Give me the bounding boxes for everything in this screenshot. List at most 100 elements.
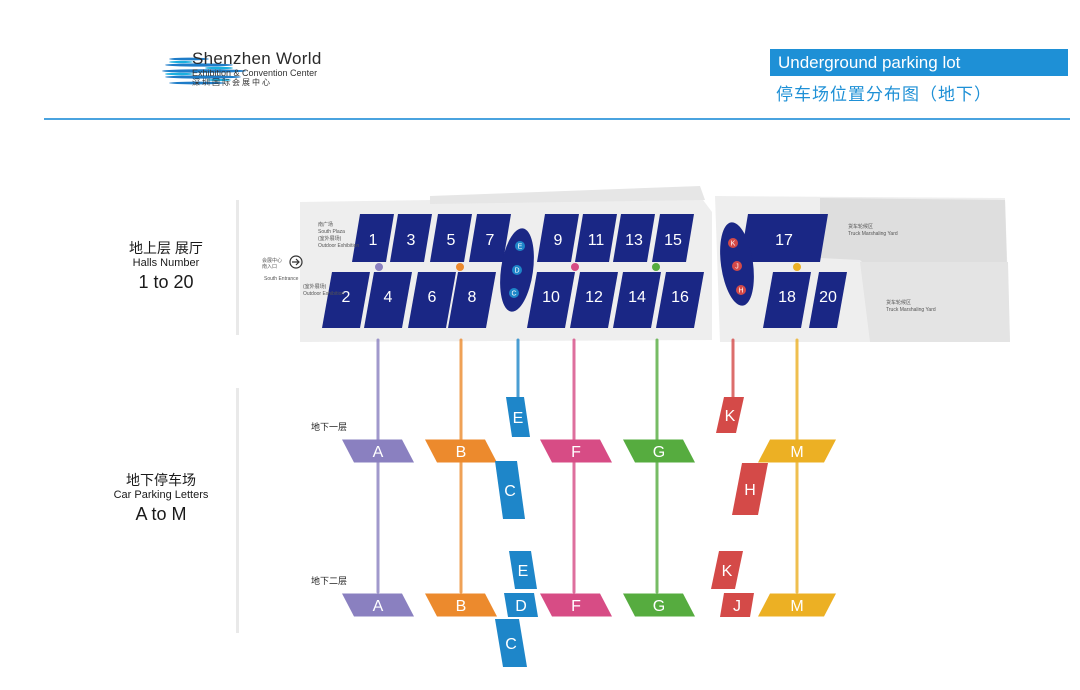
halls-side-bar bbox=[236, 200, 239, 335]
hall-2[interactable]: 2 bbox=[322, 272, 370, 328]
hall-label: 13 bbox=[625, 232, 643, 249]
hall-label: 11 bbox=[588, 232, 605, 249]
parking-label-cn: 地下停车场 bbox=[126, 472, 196, 488]
parking-b1-K[interactable]: K bbox=[716, 397, 744, 433]
parking-letter: E bbox=[518, 563, 529, 580]
logo-text: Shenzhen World Exhibition & Convention C… bbox=[192, 50, 322, 88]
level-b1-label: 地下一层 bbox=[311, 421, 347, 432]
hall-label: 18 bbox=[778, 289, 796, 306]
svg-text:J: J bbox=[735, 264, 739, 271]
halls-label-en: Halls Number bbox=[132, 257, 200, 269]
parking-b1-C[interactable]: C bbox=[495, 461, 525, 519]
hall-15[interactable]: 15 bbox=[652, 214, 694, 262]
parking-letter: D bbox=[515, 598, 527, 615]
parking-letter: G bbox=[653, 444, 665, 461]
hall-9[interactable]: 9 bbox=[537, 214, 579, 262]
parking-letter: A bbox=[373, 444, 384, 461]
svg-text:E: E bbox=[518, 244, 523, 251]
parking-side-bar bbox=[236, 388, 239, 633]
parking-b1-H[interactable]: H bbox=[732, 463, 768, 515]
hall-13[interactable]: 13 bbox=[613, 214, 655, 262]
parking-b1-B[interactable]: B bbox=[425, 439, 497, 463]
parking-letter: C bbox=[504, 483, 516, 500]
parking-b1-M[interactable]: M bbox=[758, 439, 836, 463]
svg-text:K: K bbox=[731, 241, 736, 248]
level-b2-label: 地下二层 bbox=[311, 575, 347, 586]
parking-letter: M bbox=[790, 598, 803, 615]
parking-legend: 地下停车场 Car Parking Letters A to M bbox=[86, 472, 236, 526]
parking-b2-J[interactable]: J bbox=[720, 593, 754, 617]
hall-11[interactable]: 11 bbox=[575, 214, 617, 262]
hall-label: 6 bbox=[428, 289, 437, 306]
hall-16[interactable]: 16 bbox=[656, 272, 704, 328]
parking-letter: A bbox=[373, 598, 384, 615]
parking-b1-E[interactable]: E bbox=[506, 397, 530, 437]
hall-label: 4 bbox=[384, 289, 393, 306]
hall-label: 20 bbox=[819, 289, 837, 306]
parking-b1-F[interactable]: F bbox=[540, 439, 612, 463]
hall-3[interactable]: 3 bbox=[390, 214, 432, 262]
hall-label: 14 bbox=[628, 289, 646, 306]
parking-letter: K bbox=[722, 563, 733, 580]
parking-letter: B bbox=[456, 598, 467, 615]
hall-10[interactable]: 10 bbox=[527, 272, 575, 328]
logo-wave-icon bbox=[162, 57, 246, 85]
parking-b2-A[interactable]: A bbox=[342, 593, 414, 617]
parking-b2-F[interactable]: F bbox=[540, 593, 612, 617]
hall-8[interactable]: 8 bbox=[448, 272, 496, 328]
hall-17[interactable]: 17 bbox=[740, 214, 828, 262]
hall-label: 2 bbox=[342, 289, 351, 306]
south-plaza-cn: 南广场 bbox=[318, 221, 333, 228]
bubble-E: E bbox=[515, 241, 525, 251]
parking-letter: B bbox=[456, 444, 467, 461]
hall-dots bbox=[375, 263, 801, 271]
truck-cn-1: 货车轮候区 bbox=[848, 223, 873, 230]
hall-label: 7 bbox=[486, 232, 495, 249]
parking-b2-E[interactable]: E bbox=[509, 551, 537, 589]
entrance-arrow-icon bbox=[289, 255, 303, 269]
hall-14[interactable]: 14 bbox=[613, 272, 661, 328]
hall-label: 15 bbox=[664, 232, 682, 249]
parking-letter: M bbox=[790, 444, 803, 461]
parking-letter: C bbox=[505, 636, 517, 653]
hall-label: 1 bbox=[369, 232, 378, 249]
parking-letter: H bbox=[744, 482, 756, 499]
hall-5[interactable]: 5 bbox=[430, 214, 472, 262]
parking-b1-G[interactable]: G bbox=[623, 439, 695, 463]
parking-b2-D[interactable]: D bbox=[504, 593, 538, 617]
svg-text:D: D bbox=[514, 268, 519, 275]
svg-text:H: H bbox=[738, 288, 743, 295]
parking-b1-A[interactable]: A bbox=[342, 439, 414, 463]
hall-6[interactable]: 6 bbox=[408, 272, 456, 328]
hall-label: 10 bbox=[542, 289, 560, 306]
parking-b2-B[interactable]: B bbox=[425, 593, 497, 617]
hall-label: 9 bbox=[554, 232, 563, 249]
hall-12[interactable]: 12 bbox=[570, 272, 618, 328]
south-plaza-en: South Plaza bbox=[318, 229, 345, 235]
parking-b2-K[interactable]: K bbox=[711, 551, 743, 589]
halls-legend: 地上层 展厅 Halls Number 1 to 20 bbox=[96, 240, 236, 294]
halls-label-cn: 地上层 展厅 bbox=[129, 240, 203, 256]
hall-20[interactable]: 20 bbox=[809, 272, 847, 328]
entrance-en: South Entrance bbox=[264, 276, 299, 282]
hall-7[interactable]: 7 bbox=[469, 214, 511, 262]
parking-letter: F bbox=[571, 598, 581, 615]
header-divider bbox=[44, 118, 1070, 120]
parking-letter: G bbox=[653, 598, 665, 615]
hall-4[interactable]: 4 bbox=[364, 272, 412, 328]
hall-label: 12 bbox=[585, 289, 603, 306]
parking-label-en: Car Parking Letters bbox=[113, 489, 209, 501]
truck-cn-2: 货车轮候区 bbox=[886, 299, 911, 306]
hall-18[interactable]: 18 bbox=[763, 272, 811, 328]
parking-b2-C[interactable]: C bbox=[495, 619, 527, 667]
parking-b2-G[interactable]: G bbox=[623, 593, 695, 617]
bubble-C: C bbox=[509, 288, 519, 298]
parking-b2-M[interactable]: M bbox=[758, 593, 836, 617]
svg-text:C: C bbox=[511, 291, 516, 298]
halls-range: 1 to 20 bbox=[138, 272, 194, 292]
bubble-letters: E D C K J H bbox=[509, 238, 746, 298]
page-title-banner: Underground parking lot bbox=[770, 49, 1068, 76]
hall-1[interactable]: 1 bbox=[352, 214, 394, 262]
